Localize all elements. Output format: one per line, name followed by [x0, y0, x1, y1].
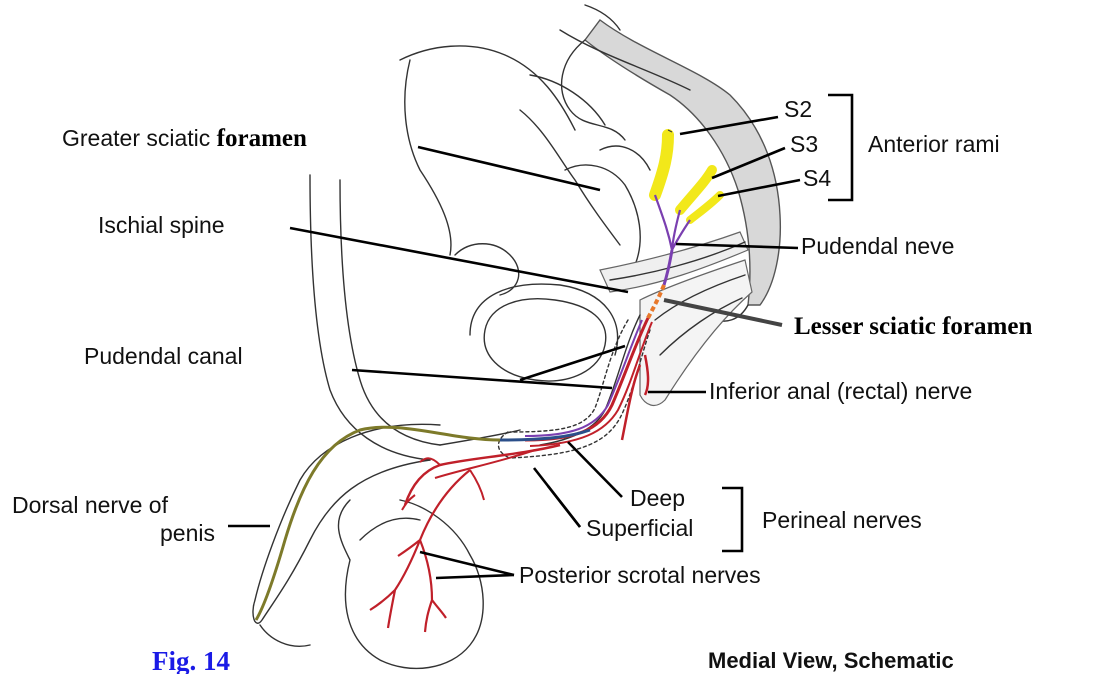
leader-ischial-spine	[290, 228, 628, 292]
leader-posterior-scrotal-1	[420, 552, 514, 575]
leader-greater-sciatic	[418, 147, 600, 190]
leader-posterior-scrotal-2	[436, 575, 514, 578]
label-ischial-spine: Ischial spine	[98, 212, 225, 238]
obturator-foramen	[484, 299, 606, 381]
leader-pudendal-canal-2	[520, 346, 625, 380]
leader-deep-1	[568, 442, 622, 497]
figure-label: Fig. 14	[152, 646, 230, 674]
label-pudendal-canal: Pudendal canal	[84, 343, 243, 369]
leader-pudendal-canal-1	[352, 370, 612, 388]
label-lesser-sciatic-foramen: Lesser sciatic foramen	[794, 313, 1032, 340]
label-superficial: Superficial	[586, 515, 693, 541]
sacral-root-s2	[655, 135, 668, 195]
penis-outline	[253, 424, 440, 623]
scrotum-outline	[338, 500, 483, 668]
label-deep: Deep	[630, 485, 685, 511]
labels: Greater sciatic foramen Ischial spine Pu…	[12, 96, 1032, 674]
label-greater-sciatic-foramen: Greater sciatic foramen	[62, 125, 307, 152]
label-inferior-anal-nerve: Inferior anal (rectal) nerve	[709, 378, 972, 404]
label-s4: S4	[803, 165, 831, 191]
view-caption: Medial View, Schematic	[708, 648, 954, 673]
pudendal-canal-nerve-red	[525, 318, 648, 440]
label-s3: S3	[790, 131, 818, 157]
label-anterior-rami: Anterior rami	[868, 131, 1000, 157]
label-pudendal-nerve: Pudendal neve	[801, 233, 954, 259]
label-dorsal-nerve-line2: penis	[160, 520, 215, 546]
label-s2: S2	[784, 96, 812, 122]
bracket-perineal-nerves	[722, 488, 742, 551]
posterior-scrotal-nerves	[370, 470, 470, 632]
dorsal-nerve-of-penis	[256, 427, 500, 620]
label-perineal-nerves: Perineal nerves	[762, 507, 922, 533]
leader-superficial-2	[548, 486, 580, 527]
bracket-anterior-rami	[828, 95, 852, 200]
label-posterior-scrotal-nerves: Posterior scrotal nerves	[519, 562, 761, 588]
label-dorsal-nerve-line1: Dorsal nerve of	[12, 492, 169, 518]
